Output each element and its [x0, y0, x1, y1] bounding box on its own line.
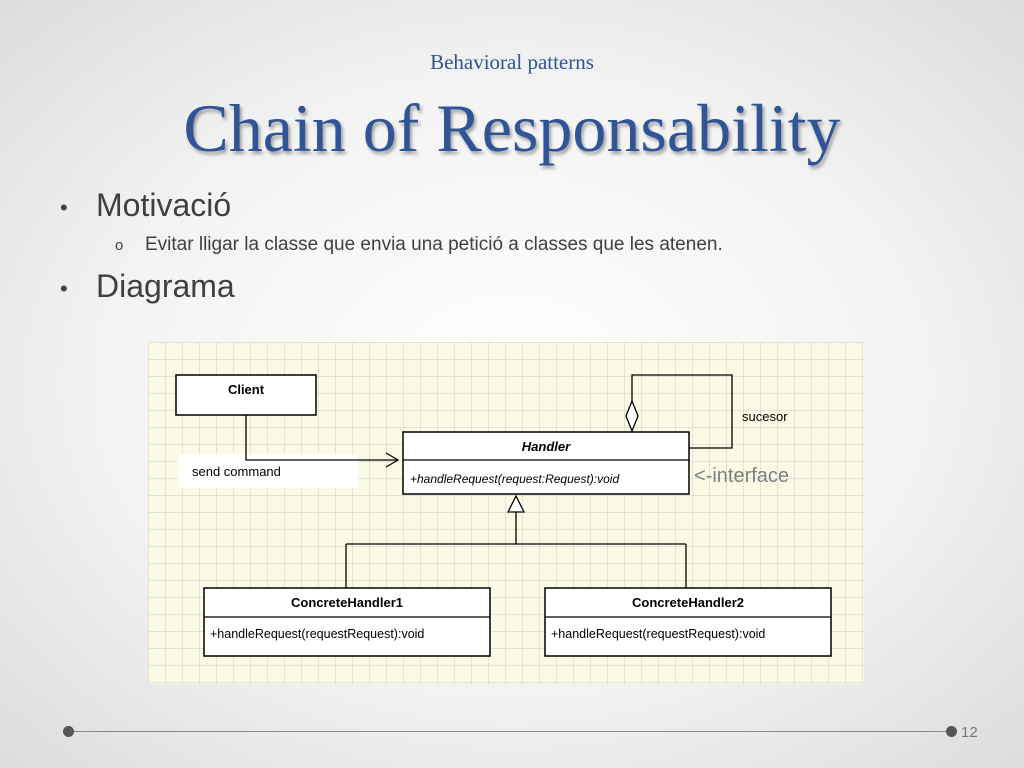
bullet-dot-icon: • [60, 194, 68, 220]
footer-left-dot-icon [63, 726, 74, 737]
handler-class: Handler +handleRequest(request:Request):… [402, 431, 690, 495]
concrete-handler-2-method: +handleRequest(requestRequest):void [551, 627, 765, 641]
concrete-handler-1-name: ConcreteHandler1 [291, 595, 403, 610]
page-number: 12 [961, 724, 978, 741]
concrete-handler-1-class: ConcreteHandler1 +handleRequest(requestR… [203, 587, 491, 657]
slide-title: Chain of Responsability [183, 90, 841, 166]
send-command-association: send command [178, 415, 400, 488]
concrete-handler-1-method: +handleRequest(requestRequest):void [210, 627, 424, 641]
client-class-name: Client [228, 382, 265, 397]
sub-bullet-text: Evitar lligar la classe que envia una pe… [145, 234, 723, 255]
concrete-handler-2-class: ConcreteHandler2 +handleRequest(requestR… [544, 587, 832, 657]
concrete-handler-2-name: ConcreteHandler2 [632, 595, 744, 610]
interface-note: <-interface [694, 465, 789, 487]
handler-class-name: Handler [522, 439, 571, 454]
footer-right-dot-icon [946, 726, 957, 737]
bullet-label: Motivació [96, 187, 232, 223]
bullet-motivation: • Motivació [60, 187, 231, 224]
footer-divider [68, 731, 952, 732]
bullet-label: Diagrama [96, 268, 235, 304]
bullet-diagram: • Diagrama [60, 268, 235, 305]
uml-diagram: Client send command Handler +handleReque… [148, 342, 864, 684]
circle-bullet-icon: o [115, 237, 124, 254]
sub-bullet: o Evitar lligar la classe que envia una p… [115, 234, 723, 256]
slide-supertitle: Behavioral patterns [430, 50, 594, 74]
send-command-label: send command [192, 464, 281, 479]
successor-aggregation: sucesor [625, 374, 788, 449]
generalization-edges [345, 494, 687, 588]
bullet-dot-icon: • [60, 275, 68, 301]
successor-label: sucesor [742, 409, 788, 424]
client-class: Client [175, 374, 317, 416]
handler-method: +handleRequest(request:Request):void [410, 472, 619, 486]
